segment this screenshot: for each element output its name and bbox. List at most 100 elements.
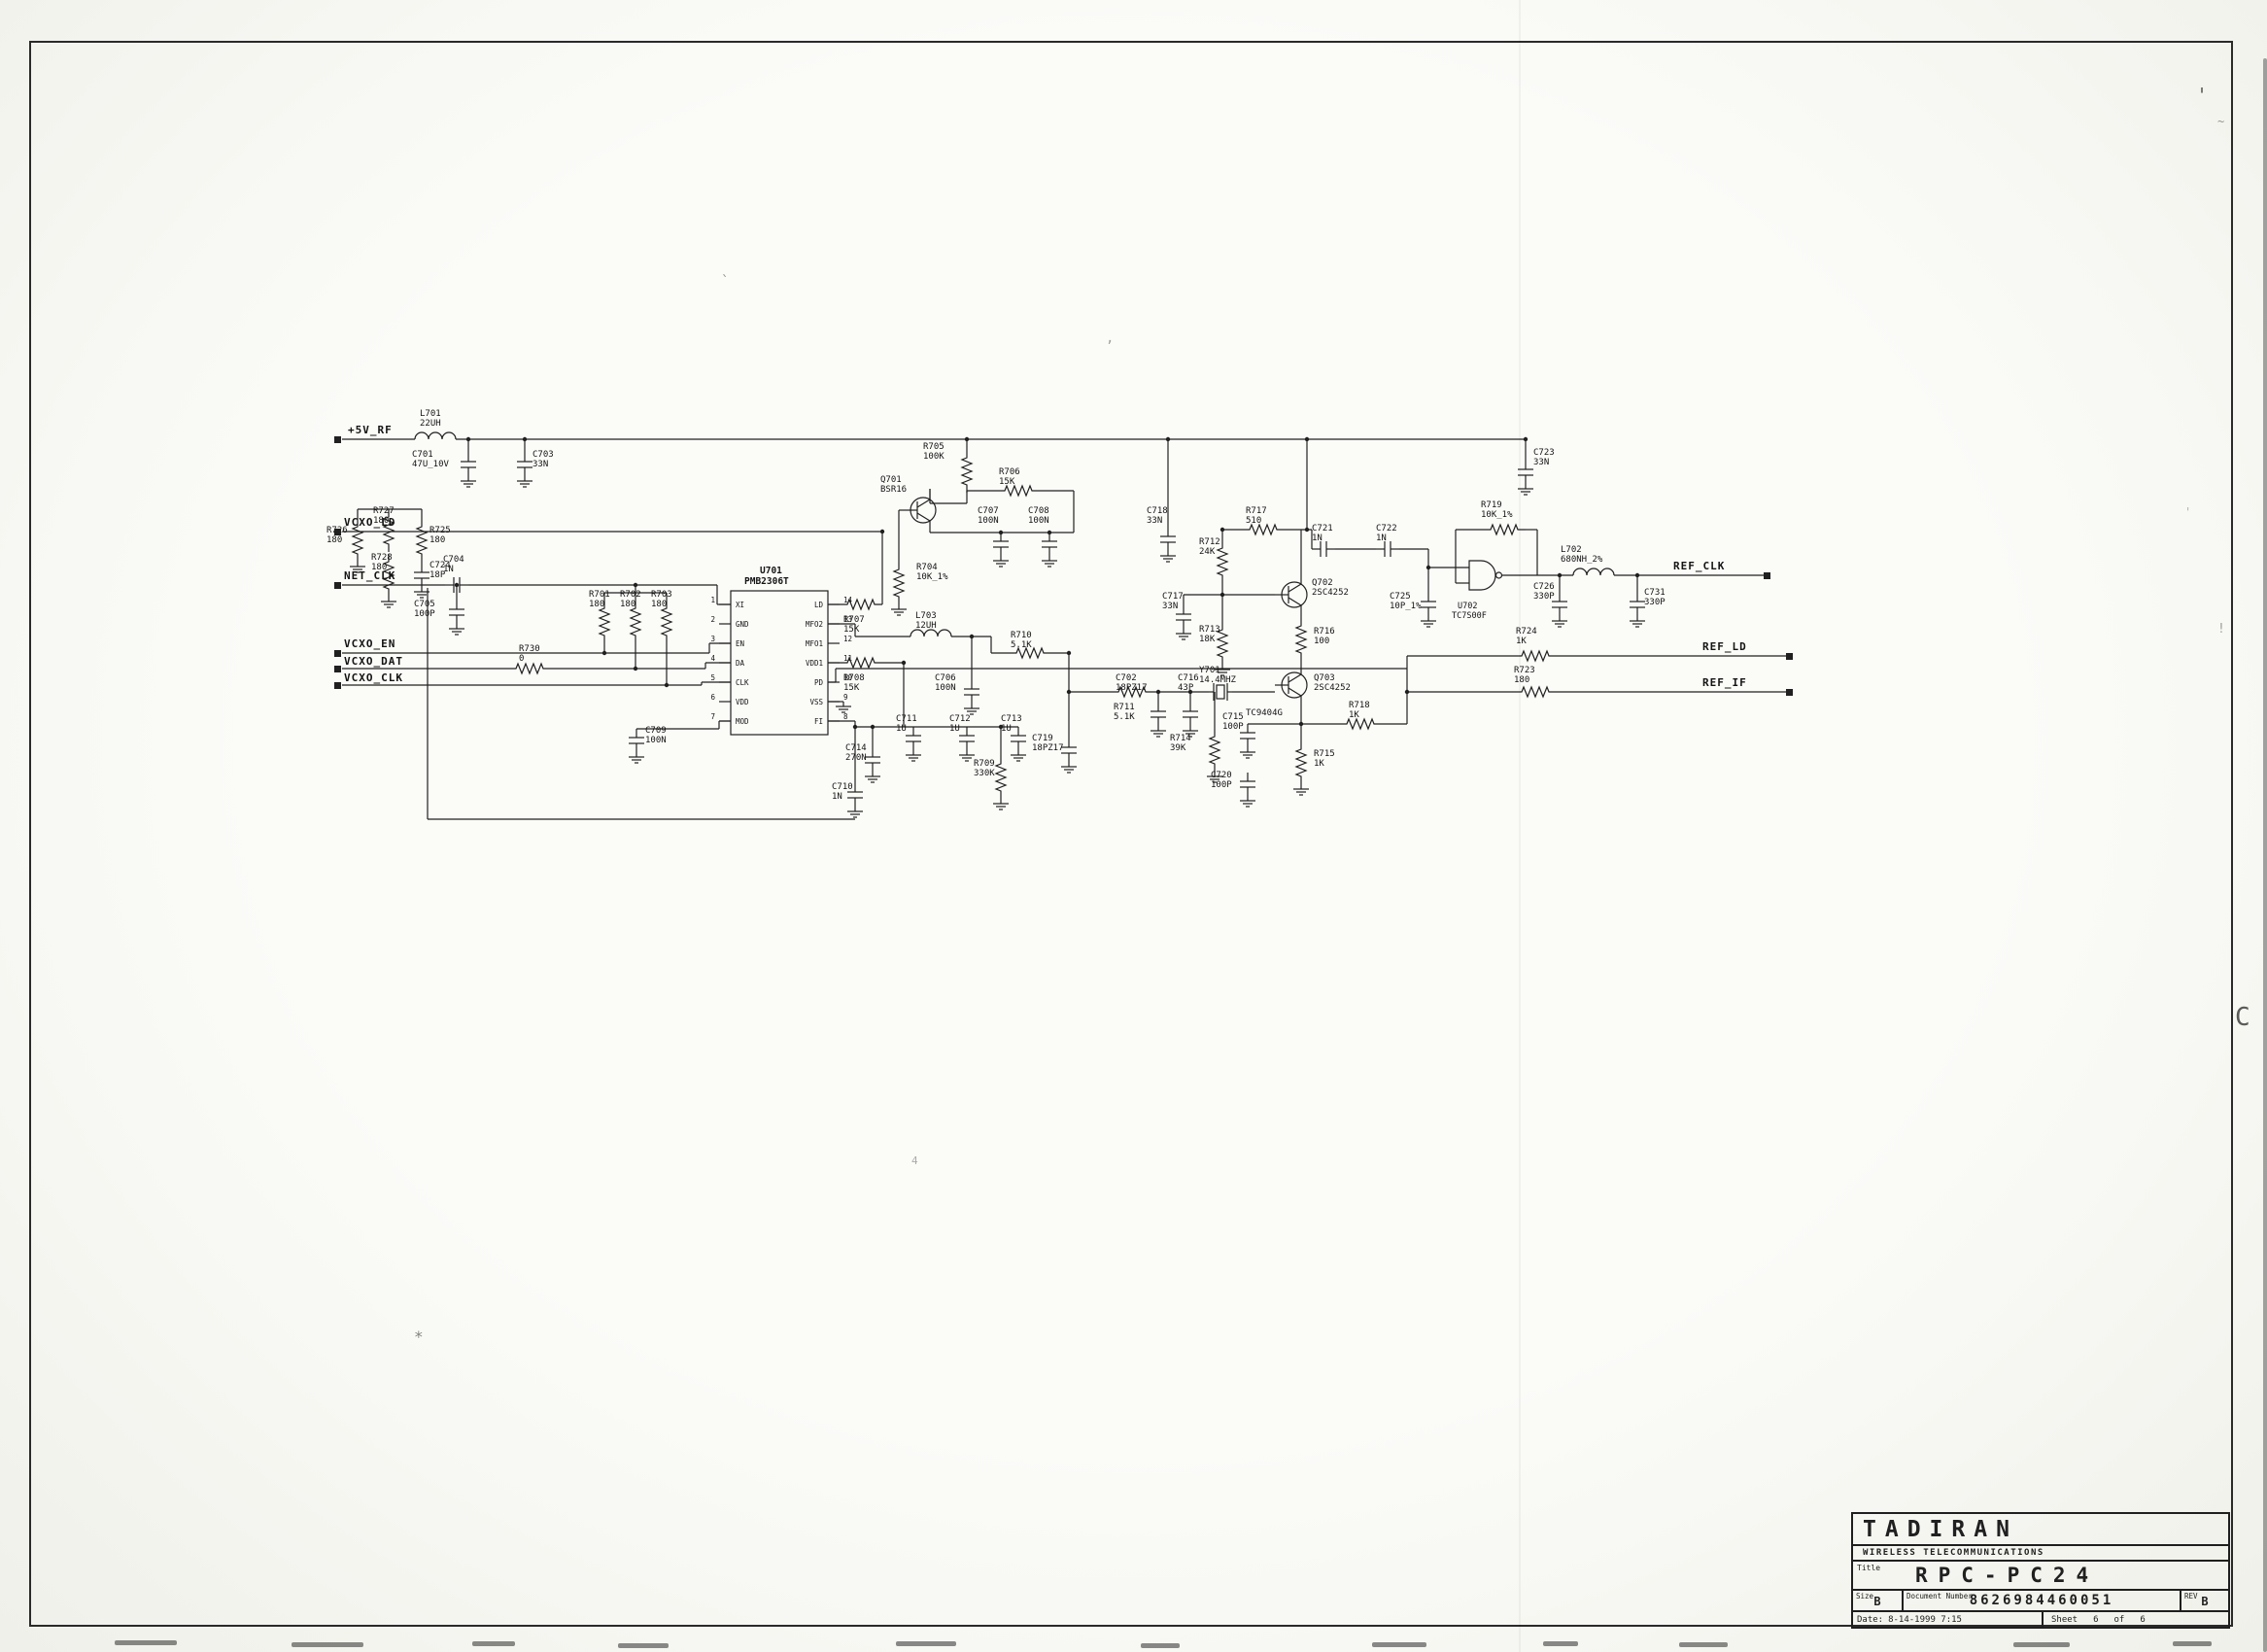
pin-number: 8 <box>843 712 848 721</box>
component-R730 <box>508 662 551 675</box>
wires <box>342 438 1786 820</box>
document-number-cell: Document Number 8626984460051 <box>1904 1591 2181 1611</box>
component-value: 33N <box>532 460 548 469</box>
component-value: 100P <box>1222 722 1244 732</box>
ref-designator: C713 <box>1001 714 1022 724</box>
component-value: TC9404G <box>1246 708 1283 718</box>
component-C731 <box>1630 593 1645 616</box>
ref-designator: C709 <box>645 726 667 736</box>
component-value: 510 <box>1246 516 1261 526</box>
pin-name: GND <box>736 620 749 629</box>
component-value: 2SC4252 <box>1312 588 1349 598</box>
scan-smudge <box>618 1643 669 1648</box>
component-value: 10K_1% <box>1481 510 1513 520</box>
ground-icon <box>891 604 907 616</box>
rev-cell: REV B <box>2181 1591 2228 1610</box>
component-value: 22UH <box>420 419 441 429</box>
ref-designator: C702 <box>1116 673 1137 683</box>
component-value: 1U <box>896 724 907 734</box>
pin-name: DA <box>736 659 745 668</box>
component-value: 1U <box>949 724 960 734</box>
ref-designator: C724 <box>429 561 451 570</box>
component-value: 100 <box>1314 637 1329 646</box>
component-value: 10P_1% <box>1390 602 1422 611</box>
component-value: 330P <box>1533 592 1555 602</box>
ref-designator: C705 <box>414 600 435 609</box>
junction-dots <box>454 436 1640 730</box>
pin-number: 6 <box>710 693 715 702</box>
component-value: 180 <box>1514 675 1529 685</box>
size-label: Size <box>1856 1592 1874 1601</box>
component-Q703 <box>1275 664 1308 706</box>
ref-designator: R704 <box>916 563 938 572</box>
pin-number: 14 <box>843 596 853 604</box>
component-R719 <box>1483 523 1526 536</box>
component-value: 1K <box>1516 637 1527 646</box>
ref-designator: R718 <box>1349 701 1370 710</box>
ref-designator: C714 <box>845 743 867 753</box>
component-R702 <box>629 601 642 643</box>
component-value: 15K <box>843 625 860 635</box>
document-info-row: Size B Document Number 8626984460051 REV… <box>1853 1591 2228 1613</box>
component-value: 24K <box>1199 547 1216 557</box>
component-R712 <box>1216 540 1229 583</box>
ref-designator: C715 <box>1222 712 1244 722</box>
component-C707 <box>993 533 1009 556</box>
component-R726 <box>351 519 364 562</box>
ref-designator: Q702 <box>1312 578 1333 588</box>
ref-designator: L701 <box>420 409 441 419</box>
ground-icon <box>1176 629 1191 640</box>
ref-designator: R730 <box>519 644 540 654</box>
scan-smudge <box>896 1641 956 1646</box>
ref-designator: C726 <box>1533 582 1555 592</box>
ground-icon <box>836 702 851 713</box>
component-R718 <box>1339 717 1382 731</box>
ref-designator: Q701 <box>880 475 902 485</box>
ref-designator: R710 <box>1011 631 1032 640</box>
scan-mark: , <box>1106 330 1115 346</box>
ground-icon <box>1518 484 1533 496</box>
component-C701 <box>461 453 476 476</box>
ground-icon <box>865 772 880 783</box>
size-cell: Size B <box>1853 1591 1904 1611</box>
scan-smudge <box>2173 1641 2212 1646</box>
pin-number: 4 <box>710 654 715 663</box>
component-value: 180 <box>371 563 387 572</box>
ground-icon <box>1215 665 1230 676</box>
ref-designator: C701 <box>412 450 433 460</box>
ref-designator: R707 <box>843 615 865 625</box>
ic-u701: U701PMB2306T1XI2GND3EN4DA5CLK6VDD7MOD14L… <box>710 566 853 736</box>
component-value: 15K <box>843 683 860 693</box>
component-value: 1N <box>1312 533 1322 543</box>
ground-icon <box>517 476 532 488</box>
component-C712 <box>959 727 975 750</box>
ref-designator: R713 <box>1199 625 1220 635</box>
ground-icon <box>964 704 979 715</box>
scan-mark: ' <box>2196 84 2209 107</box>
component-value: 100N <box>978 516 999 526</box>
component-C724 <box>414 564 429 587</box>
ref-designator: R702 <box>620 590 641 600</box>
scan-mark: ` <box>721 274 730 290</box>
component-Q702 <box>1275 573 1308 616</box>
ic-ref: U701 <box>760 566 782 576</box>
ground-icon <box>1011 750 1026 762</box>
component-value: 330K <box>974 769 995 778</box>
pin-number: 7 <box>710 712 715 721</box>
component-R710 <box>1009 646 1051 660</box>
scan-mark: C <box>2235 1003 2250 1032</box>
ref-designator: R709 <box>974 759 995 769</box>
component-value: 5.1K <box>1114 712 1135 722</box>
component-C719 <box>1061 739 1077 762</box>
component-C718 <box>1160 528 1176 551</box>
ref-designator: C718 <box>1147 506 1168 516</box>
scan-smudge <box>472 1641 515 1646</box>
component-value: 180 <box>651 600 667 609</box>
ref-designator: R706 <box>999 467 1020 477</box>
component-R703 <box>660 601 673 643</box>
component-labels: L70122UHC70147U_10VC70333NC7041NC705100P… <box>326 409 1666 802</box>
port-pad <box>1786 689 1793 696</box>
paper-edge-shadow <box>2263 58 2267 1652</box>
ref-designator: C717 <box>1162 592 1184 602</box>
component-value: 100N <box>935 683 956 693</box>
